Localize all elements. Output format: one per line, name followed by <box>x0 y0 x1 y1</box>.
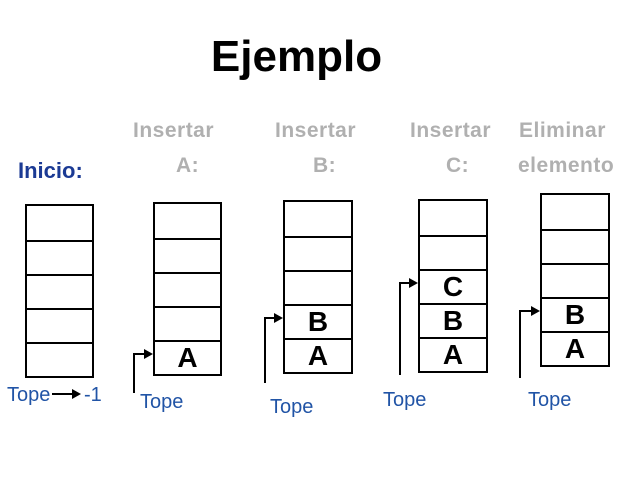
stack-insertar-a: A <box>153 202 222 376</box>
slide-title: Ejemplo <box>210 32 383 81</box>
stack-insertar-b-cell-2 <box>285 270 351 304</box>
column-header-insertar-b: Insertar <box>275 119 357 142</box>
column-header-eliminar-arg: elemento <box>518 154 615 177</box>
tope-pointer-hline-insertar-a <box>133 353 144 355</box>
tope-pointer-hline-eliminar <box>519 310 531 312</box>
tope-pointer-vline-eliminar <box>519 311 521 378</box>
column-header-insertar-c: Insertar <box>410 119 492 142</box>
tope-label-inicio: Tope <box>7 384 51 406</box>
column-header-eliminar: Eliminar <box>519 119 606 142</box>
tope-pointer-hline-insertar-c <box>399 282 409 284</box>
tope-arrowhead-inicio <box>72 389 81 399</box>
column-header-insertar-a: Insertar <box>133 119 215 142</box>
stack-insertar-b-cell-3: B <box>285 304 351 338</box>
stack-insertar-a-cell-1 <box>155 238 220 272</box>
tope-pointer-hline-insertar-b <box>264 317 274 319</box>
tope-pointer-arrowhead-insertar-a <box>144 349 153 359</box>
stack-eliminar-cell-0 <box>542 195 608 229</box>
stack-insertar-c-cell-3: B <box>420 303 486 337</box>
stack-insertar-b-cell-1 <box>285 236 351 270</box>
column-header-insertar-a-arg: A: <box>176 154 200 177</box>
tope-pointer-vline-insertar-b <box>264 318 266 383</box>
stack-insertar-a-cell-0 <box>155 204 220 238</box>
tope-label-insertar-a: Tope <box>140 391 184 413</box>
stack-insertar-c-cell-4: A <box>420 337 486 371</box>
stack-inicio <box>25 204 94 378</box>
stack-inicio-cell-4 <box>27 342 92 376</box>
stack-eliminar-cell-4: A <box>542 331 608 365</box>
tope-pointer-vline-insertar-a <box>133 354 135 393</box>
tope-pointer-arrowhead-eliminar <box>531 306 540 316</box>
column-header-insertar-c-arg: C: <box>446 154 470 177</box>
stack-inicio-cell-1 <box>27 240 92 274</box>
tope-pointer-vline-insertar-c <box>399 283 401 375</box>
column-header-insertar-b-arg: B: <box>313 154 337 177</box>
inicio-label: Inicio: <box>18 158 83 183</box>
stack-inicio-cell-0 <box>27 206 92 240</box>
tope-label-insertar-c: Tope <box>383 389 427 411</box>
tope-arrow-line-inicio <box>52 393 72 395</box>
stack-eliminar-cell-2 <box>542 263 608 297</box>
stack-insertar-b-cell-0 <box>285 202 351 236</box>
stack-insertar-a-cell-3 <box>155 306 220 340</box>
tope-pointer-arrowhead-insertar-b <box>274 313 283 323</box>
stack-insertar-c-cell-2: C <box>420 269 486 303</box>
tope-label-insertar-b: Tope <box>270 396 314 418</box>
stack-insertar-c-cell-1 <box>420 235 486 269</box>
tope-pointer-arrowhead-insertar-c <box>409 278 418 288</box>
stack-insertar-c-cell-0 <box>420 201 486 235</box>
stack-insertar-a-cell-4: A <box>155 340 220 374</box>
stack-inicio-cell-2 <box>27 274 92 308</box>
stack-insertar-a-cell-2 <box>155 272 220 306</box>
tope-label-eliminar: Tope <box>528 389 572 411</box>
stack-inicio-cell-3 <box>27 308 92 342</box>
stack-insertar-b-cell-4: A <box>285 338 351 372</box>
stack-eliminar-cell-3: B <box>542 297 608 331</box>
stack-eliminar-cell-1 <box>542 229 608 263</box>
tope-value-inicio: -1 <box>84 384 102 406</box>
